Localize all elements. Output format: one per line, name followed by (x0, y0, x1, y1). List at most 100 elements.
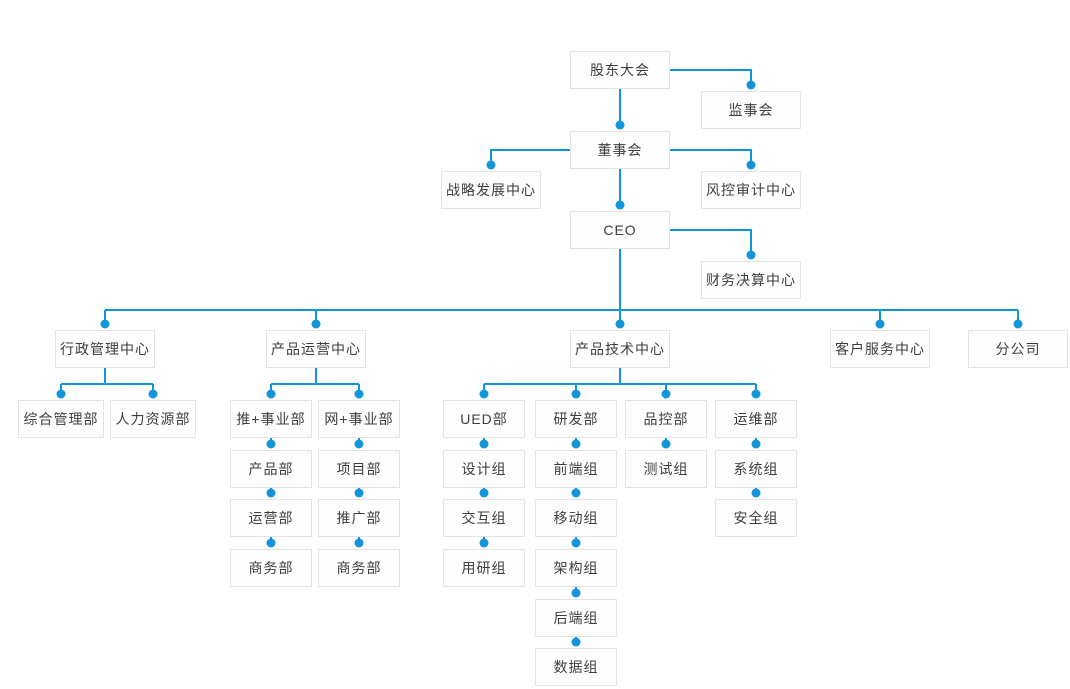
org-node-label-business-dept-wang: 商务部 (336, 560, 382, 576)
connector-line (670, 69, 752, 85)
org-node-mobile-group: 移动组 (535, 499, 617, 537)
org-node-label-project-dept: 项目部 (336, 461, 382, 477)
org-node-tui-business-dept: 推+事业部 (230, 400, 312, 438)
org-node-ops-maintenance-dept: 运维部 (715, 400, 797, 438)
org-node-interaction-group: 交互组 (443, 499, 525, 537)
connector-dot (479, 439, 489, 449)
connector-dot (875, 319, 885, 329)
org-node-label-data-group: 数据组 (553, 659, 599, 675)
connector-dot (746, 160, 756, 170)
org-node-label-qc-dept: 品控部 (643, 411, 689, 427)
org-node-label-user-research-group: 用研组 (461, 560, 507, 576)
connector-dot (615, 120, 625, 130)
connector-line (670, 229, 752, 255)
connector-dot (148, 389, 158, 399)
org-node-hr-dept: 人力资源部 (110, 400, 196, 438)
connector-dot (746, 250, 756, 260)
org-node-customer-service-center: 客户服务中心 (830, 330, 930, 368)
org-node-label-customer-service-center: 客户服务中心 (835, 341, 925, 357)
connector-dot (479, 488, 489, 498)
org-node-user-research-group: 用研组 (443, 549, 525, 587)
org-node-label-ued-dept: UED部 (460, 411, 508, 427)
org-node-ceo: CEO (570, 211, 670, 249)
org-node-product-tech-center: 产品技术中心 (570, 330, 670, 368)
connector-dot (571, 488, 581, 498)
org-node-design-group: 设计组 (443, 450, 525, 488)
connector-dot (1013, 319, 1023, 329)
connector-dot (571, 538, 581, 548)
org-node-label-ceo: CEO (603, 222, 637, 238)
connector-dot (354, 538, 364, 548)
connector-dot (751, 488, 761, 498)
connector-line (490, 149, 570, 165)
org-node-label-testing-group: 测试组 (643, 461, 689, 477)
org-node-rd-dept: 研发部 (535, 400, 617, 438)
connector-dot (311, 319, 321, 329)
org-node-label-board-of-directors: 董事会 (597, 142, 643, 158)
connector-dot (751, 389, 761, 399)
org-node-operations-dept: 运营部 (230, 499, 312, 537)
connector-dot (266, 538, 276, 548)
connector-dot (56, 389, 66, 399)
connector-dot (571, 389, 581, 399)
connector-dot (100, 319, 110, 329)
org-node-label-supervisory-board: 监事会 (728, 102, 774, 118)
org-node-security-group: 安全组 (715, 499, 797, 537)
org-node-label-shareholders-meeting: 股东大会 (590, 62, 650, 78)
connector-dot (746, 80, 756, 90)
org-node-general-admin-dept: 综合管理部 (18, 400, 104, 438)
org-node-label-frontend-group: 前端组 (553, 461, 599, 477)
connector-dot (615, 319, 625, 329)
org-node-label-product-dept: 产品部 (248, 461, 294, 477)
connector-dot (571, 588, 581, 598)
connector-dot (661, 389, 671, 399)
connector-dot (571, 637, 581, 647)
org-node-label-tui-business-dept: 推+事业部 (236, 411, 306, 427)
org-node-label-wang-business-dept: 网+事业部 (324, 411, 394, 427)
org-node-label-hr-dept: 人力资源部 (115, 411, 191, 427)
org-node-system-group: 系统组 (715, 450, 797, 488)
org-node-business-dept-wang: 商务部 (318, 549, 400, 587)
org-node-label-rd-dept: 研发部 (553, 411, 599, 427)
connector-line (670, 149, 752, 165)
org-node-risk-audit-center: 风控审计中心 (701, 171, 801, 209)
org-node-architecture-group: 架构组 (535, 549, 617, 587)
org-node-product-ops-center: 产品运营中心 (266, 330, 366, 368)
org-node-label-ops-maintenance-dept: 运维部 (733, 411, 779, 427)
org-node-label-architecture-group: 架构组 (553, 560, 599, 576)
org-node-wang-business-dept: 网+事业部 (318, 400, 400, 438)
connector-dot (266, 439, 276, 449)
org-node-label-general-admin-dept: 综合管理部 (23, 411, 99, 427)
connector-dot (661, 439, 671, 449)
org-node-label-business-dept-tui: 商务部 (248, 560, 294, 576)
org-node-data-group: 数据组 (535, 648, 617, 686)
org-node-frontend-group: 前端组 (535, 450, 617, 488)
org-node-label-operations-dept: 运营部 (248, 510, 294, 526)
connector-dot (266, 488, 276, 498)
org-node-product-dept: 产品部 (230, 450, 312, 488)
org-node-label-backend-group: 后端组 (553, 610, 599, 626)
org-node-label-system-group: 系统组 (733, 461, 779, 477)
org-node-board-of-directors: 董事会 (570, 131, 670, 169)
org-node-business-dept-tui: 商务部 (230, 549, 312, 587)
org-node-admin-center: 行政管理中心 (55, 330, 155, 368)
org-node-qc-dept: 品控部 (625, 400, 707, 438)
connector-dot (751, 439, 761, 449)
org-node-strategy-dev-center: 战略发展中心 (441, 171, 541, 209)
org-node-label-mobile-group: 移动组 (553, 510, 599, 526)
org-node-branch-company: 分公司 (968, 330, 1068, 368)
org-node-label-product-tech-center: 产品技术中心 (575, 341, 665, 357)
connector-dot (354, 389, 364, 399)
org-node-label-strategy-dev-center: 战略发展中心 (446, 182, 536, 198)
org-node-label-design-group: 设计组 (461, 461, 507, 477)
connector-dot (486, 160, 496, 170)
org-node-label-risk-audit-center: 风控审计中心 (706, 182, 796, 198)
connector-dot (354, 488, 364, 498)
org-node-promotion-dept: 推广部 (318, 499, 400, 537)
org-node-label-product-ops-center: 产品运营中心 (271, 341, 361, 357)
connector-dot (479, 389, 489, 399)
connector-dot (615, 200, 625, 210)
org-node-label-branch-company: 分公司 (995, 341, 1041, 357)
org-node-ued-dept: UED部 (443, 400, 525, 438)
